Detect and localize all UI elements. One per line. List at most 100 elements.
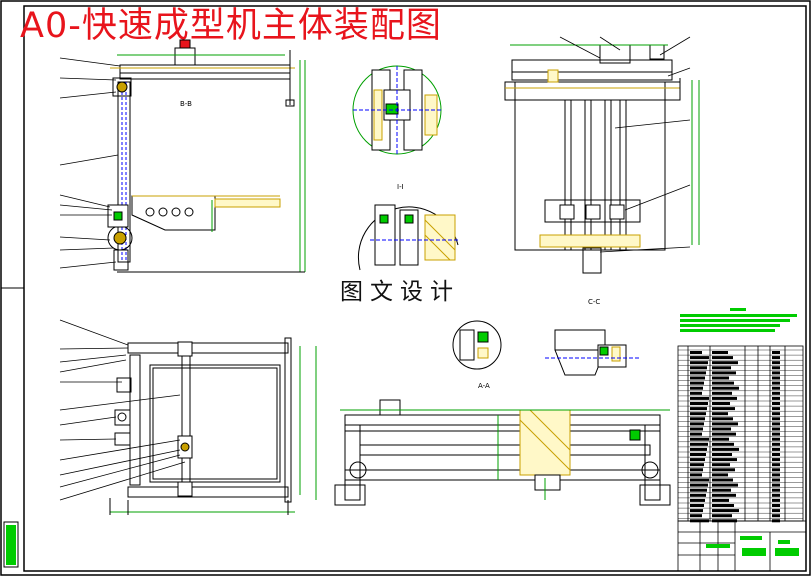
table-cell-text-mark [690,473,702,477]
table-cell-text-mark [772,468,780,472]
table-cell-text-mark [712,473,728,477]
section-label-a-a: A-A [478,382,490,390]
table-cell-text-mark [690,447,707,451]
table-cell-text-mark [690,453,706,456]
table-cell-text-mark [690,504,704,507]
table-cell-text-mark [690,463,704,467]
table-cell-text-mark [712,463,730,467]
table-cell-text-mark [690,412,706,416]
table-cell-text-mark [690,366,707,370]
table-cell-text-mark [690,371,706,375]
table-cell-text-mark [712,478,733,482]
table-cell-text-mark [690,493,706,497]
table-cell-text-mark [712,371,736,375]
table-cell-text-mark [690,437,709,441]
table-cell-text-mark [772,437,780,441]
table-cell-text-mark [690,391,702,395]
table-cell-text-mark [690,514,702,518]
table-cell-text-mark [772,463,780,467]
detail-c-c-view [452,320,640,376]
table-cell-text-mark [690,361,708,365]
table-cell-text-mark [690,417,705,421]
section-label-i-i: I-I [397,183,404,191]
table-cell-text-mark [772,458,780,462]
table-cell-text-mark [690,483,708,487]
table-cell-text-mark [712,442,734,446]
section-label-c-c: C-C [588,298,601,306]
view-side-frame [107,39,306,273]
table-cell-text-mark [690,422,704,426]
view-top-frame [109,337,317,515]
table-cell-text-mark [772,402,780,405]
table-cell-text-mark [712,447,739,451]
view-front-leaders [559,36,691,253]
table-cell-text-mark [712,381,734,385]
table-cell-text-mark [772,407,780,411]
detail-section-view [357,204,460,271]
table-cell-text-mark [712,437,729,441]
table-cell-text-mark [690,458,705,462]
watermark-text: 图文设计 [338,272,462,306]
table-cell-text-mark [712,402,730,405]
table-cell-text-mark [690,442,708,446]
table-cell-text-mark [712,504,734,507]
title-block [677,520,807,572]
table-cell-text-mark [772,361,780,365]
table-cell-text-mark [690,488,707,492]
table-cell-text-mark [712,468,735,472]
table-cell-text-mark [690,478,709,482]
table-cell-text-mark [772,376,780,380]
table-cell-text-mark [772,427,780,431]
detail-circle-icon [352,65,442,155]
table-cell-text-mark [690,376,705,380]
table-cell-text-mark [772,504,780,507]
table-cell-text-mark [712,488,731,492]
table-cell-text-mark [712,417,733,421]
table-cell-text-mark [712,509,739,513]
view-side-leaders [59,57,121,269]
table-cell-text-mark [772,356,780,360]
table-cell-text-mark [772,351,780,354]
table-cell-text-mark [712,386,739,390]
table-cell-text-mark [712,514,732,518]
table-cell-text-mark [772,509,780,513]
table-cell-text-mark [712,391,732,395]
table-cell-text-mark [772,391,780,395]
table-cell-text-mark [772,381,780,385]
table-cell-text-mark [690,407,707,411]
table-cell-text-mark [690,427,703,431]
table-cell-text-mark [712,432,736,436]
table-cell-text-mark [690,402,708,405]
table-cell-text-mark [690,509,703,513]
table-cell-text-mark [690,381,704,385]
table-cell-text-mark [772,488,780,492]
table-cell-text-mark [772,371,780,375]
table-cell-text-mark [690,356,709,360]
drawing-title: A0-快速成型机主体装配图 [20,6,442,46]
parts-list-rows [678,349,803,523]
table-cell-text-mark [712,422,738,426]
table-cell-text-mark [772,473,780,477]
table-cell-text-mark [712,453,732,456]
table-cell-text-mark [690,432,702,436]
table-cell-text-mark [712,498,729,502]
table-cell-text-mark [712,407,735,411]
view-front-frame [504,44,700,274]
table-cell-text-mark [772,422,780,426]
parts-list-table [677,345,804,522]
table-cell-text-mark [712,376,729,380]
table-cell-text-mark [690,498,705,502]
table-cell-text-mark [772,453,780,456]
table-cell-text-mark [690,468,703,472]
table-cell-text-mark [772,366,780,370]
table-cell-text-mark [712,483,738,487]
table-cell-text-mark [712,366,731,370]
section-label-b-b: B-B [180,100,192,108]
table-cell-text-mark [772,412,780,416]
table-cell-text-mark [772,483,780,487]
table-cell-text-mark [772,514,780,518]
table-cell-text-mark [772,417,780,421]
table-cell-text-mark [772,432,780,436]
